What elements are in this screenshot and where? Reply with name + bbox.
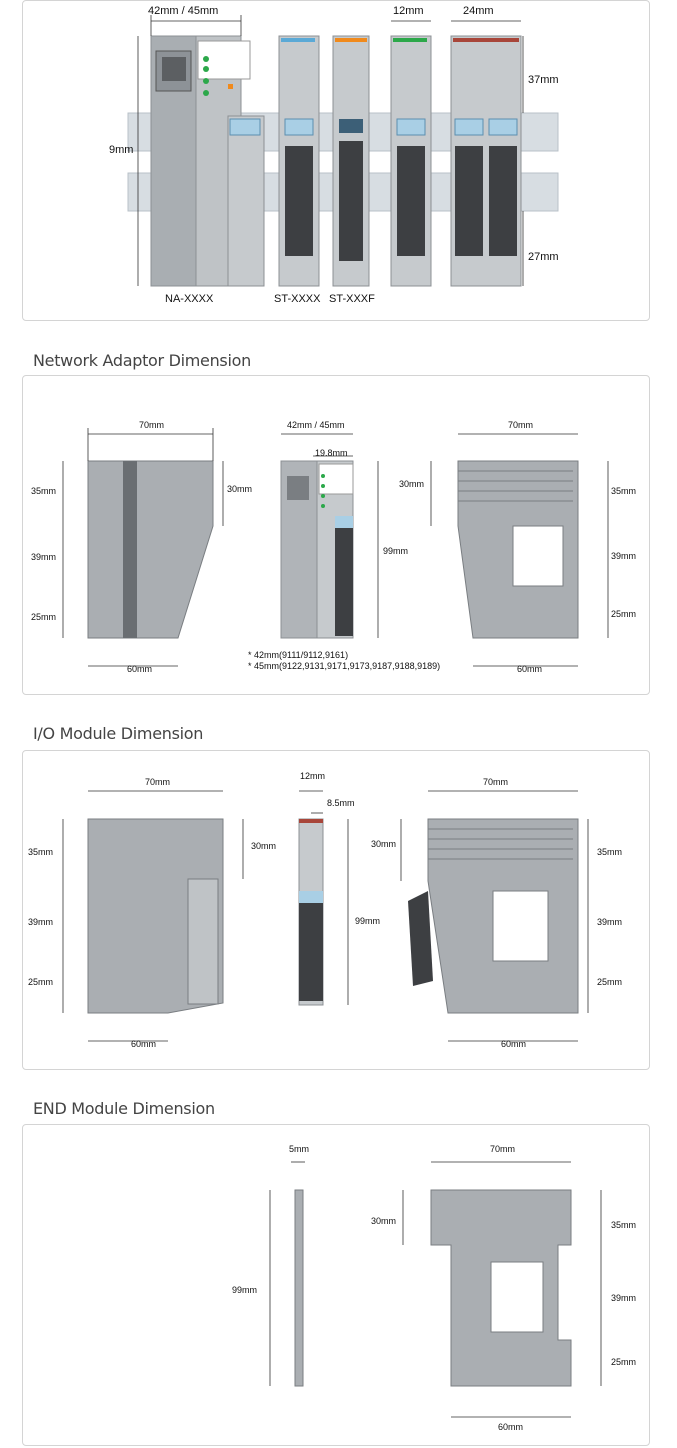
label-stf: ST-XXXF (329, 293, 375, 305)
io-center-height: 99mm (355, 916, 381, 926)
dim-height-right-top: 37mm (528, 74, 559, 86)
io-right-h2: 39mm (597, 917, 623, 927)
net-right-side: 30mm (399, 479, 425, 489)
label-na: NA-XXXX (165, 293, 214, 305)
io-left-side: 30mm (251, 841, 277, 851)
end-heading: END Module Dimension (33, 1099, 215, 1118)
end-right-bottom: 60mm (498, 1422, 524, 1432)
end-right-h2: 39mm (611, 1293, 637, 1303)
io-drawings (62, 790, 589, 1042)
net-left-h3: 25mm (31, 612, 57, 622)
end-right-top: 70mm (490, 1144, 516, 1154)
end-right-h3: 25mm (611, 1357, 637, 1367)
label-st: ST-XXXX (274, 293, 321, 305)
overview-panel: 42mm / 45mm 12mm 24mm 37mm 9mm 27mm NA-X… (22, 0, 650, 321)
net-note-1: * 42mm(9111/9112,9161) (248, 650, 349, 660)
net-left-h1: 35mm (31, 486, 57, 496)
dim-width-na: 42mm / 45mm (148, 5, 219, 17)
network-panel: 70mm 35mm 39mm 25mm 30mm 60mm 42mm / 45m… (22, 375, 650, 695)
io-center-inner: 8.5mm (327, 798, 355, 808)
net-left-h2: 39mm (31, 552, 57, 562)
io-right-top: 70mm (483, 777, 509, 787)
end-left-top: 5mm (289, 1144, 309, 1154)
io-right-side: 30mm (371, 839, 397, 849)
net-center-inner: 19.8mm (315, 448, 348, 458)
io-left-h2: 39mm (28, 917, 54, 927)
io-right-bottom: 60mm (501, 1039, 527, 1049)
net-left-side: 30mm (227, 484, 253, 494)
io-left-top: 70mm (145, 777, 171, 787)
net-right-bottom: 60mm (517, 664, 543, 674)
net-right-top: 70mm (508, 420, 534, 430)
net-left-top: 70mm (139, 420, 165, 430)
net-center-top: 42mm / 45mm (287, 420, 345, 430)
network-drawings (62, 428, 609, 667)
net-right-h1: 35mm (611, 486, 637, 496)
end-right-h1: 35mm (611, 1220, 637, 1230)
dim-width-mid: 12mm (393, 5, 424, 17)
io-right-h1: 35mm (597, 847, 623, 857)
io-center-top: 12mm (300, 771, 326, 781)
net-right-h2: 39mm (611, 551, 637, 561)
io-left-h1: 35mm (28, 847, 54, 857)
io-heading: I/O Module Dimension (33, 724, 204, 743)
net-right-h3: 25mm (611, 609, 637, 619)
module-assembly-illustration (127, 15, 559, 287)
dim-height-left: 9mm (109, 144, 134, 156)
network-heading: Network Adaptor Dimension (33, 351, 251, 370)
io-left-bottom: 60mm (131, 1039, 157, 1049)
net-center-height: 99mm (383, 546, 409, 556)
io-left-h3: 25mm (28, 977, 54, 987)
end-right-side: 30mm (371, 1216, 397, 1226)
dim-height-right-bottom: 27mm (528, 251, 559, 263)
io-right-h3: 25mm (597, 977, 623, 987)
end-drawings (269, 1161, 602, 1418)
net-note-2: * 45mm(9122,9131,9171,9173,9187,9188,918… (248, 661, 441, 671)
end-panel: 5mm 99mm 70mm 30mm 35mm 39mm 25mm 60mm (22, 1124, 650, 1446)
end-left-height: 99mm (232, 1285, 258, 1295)
net-left-bottom: 60mm (127, 664, 153, 674)
dim-width-right: 24mm (463, 5, 494, 17)
io-panel: 70mm 35mm 39mm 25mm 30mm 60mm 12mm 8.5mm… (22, 750, 650, 1070)
